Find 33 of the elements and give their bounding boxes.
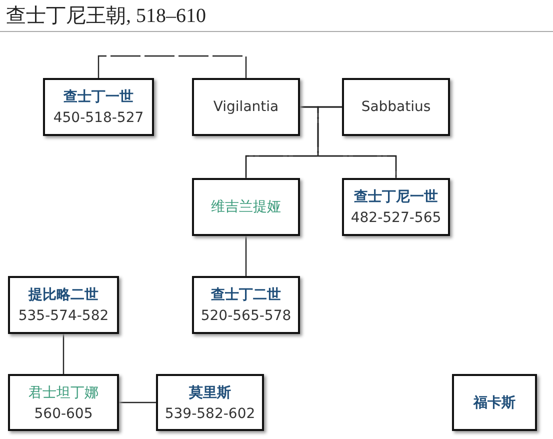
person-box — [192, 78, 300, 136]
connector-line — [62, 334, 64, 374]
connector-line — [98, 55, 247, 78]
connector-line — [317, 106, 397, 178]
connector-line — [300, 106, 397, 178]
connector-line — [245, 236, 247, 276]
person-box — [43, 78, 154, 136]
person-box — [8, 276, 119, 334]
life-dates: 520-565-578 — [200, 308, 292, 324]
person-name: 提比略二世 — [28, 286, 98, 304]
person-box — [192, 276, 300, 334]
person-name: 福卡斯 — [474, 394, 516, 412]
title: 查士丁尼王朝, 518–610 — [6, 4, 206, 29]
person-name: Sabbatius — [361, 99, 431, 115]
person-name: Vigilantia — [213, 99, 279, 115]
person-box — [8, 374, 119, 431]
life-dates: 482-527-565 — [350, 210, 442, 226]
connector-line — [119, 402, 156, 404]
life-dates: 450-518-527 — [53, 110, 144, 126]
person-name: 维吉兰提娅 — [211, 198, 281, 216]
person-box — [342, 178, 450, 236]
person-name: 查士丁二世 — [211, 286, 281, 304]
person-box — [452, 374, 537, 431]
life-dates: 560-605 — [34, 406, 93, 422]
person-name: 查士丁尼一世 — [354, 188, 438, 206]
person-name: 君士坦丁娜 — [28, 384, 98, 402]
person-box — [156, 374, 264, 431]
person-box — [192, 178, 300, 236]
life-dates: 535-574-582 — [18, 308, 109, 324]
person-box — [342, 78, 450, 136]
life-dates: 539-582-602 — [164, 406, 256, 422]
person-name: 查士丁一世 — [64, 88, 134, 106]
person-name: 莫里斯 — [189, 384, 231, 402]
